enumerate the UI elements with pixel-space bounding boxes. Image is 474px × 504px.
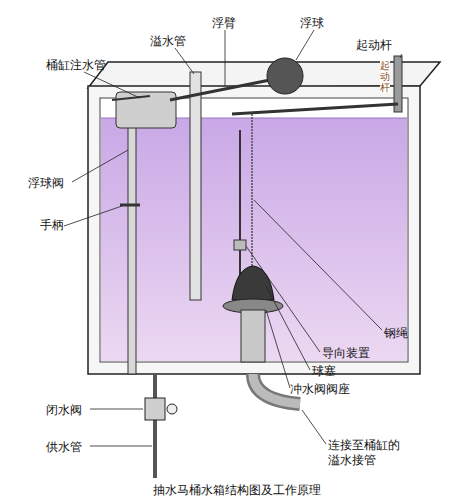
label: 桶缸注水管 — [46, 58, 106, 73]
refill-tube — [112, 96, 150, 100]
caption: 抽水马桶水箱结构图及工作原理 — [0, 482, 474, 499]
vertical-label: 起动杆 — [380, 60, 390, 93]
valve-knob — [167, 404, 177, 414]
label: 手柄 — [40, 218, 64, 233]
label: 冲水阀阀座 — [290, 382, 350, 397]
shutoff-valve — [145, 398, 165, 420]
tank-body — [88, 86, 420, 374]
label: 浮臂 — [212, 16, 236, 31]
float-arm — [170, 80, 270, 100]
label: 钢绳 — [384, 326, 408, 341]
guide — [234, 240, 246, 250]
valve-handle — [120, 204, 140, 207]
lever-arm — [232, 104, 398, 114]
label: 球塞 — [312, 364, 336, 379]
water — [101, 118, 407, 361]
label: 溢水管 — [150, 34, 186, 49]
label: 起动杆 — [356, 38, 392, 53]
tank-interior — [100, 98, 408, 362]
label: 供水管 — [46, 440, 82, 455]
label: 浮球 — [300, 16, 324, 31]
label: 导向装置 — [322, 346, 370, 361]
label: 连接至桶缸的溢水接管 — [328, 438, 402, 468]
chain — [251, 114, 252, 270]
supply-pipe — [153, 374, 157, 478]
overflow-tube — [190, 72, 201, 300]
float-ball — [267, 58, 303, 94]
label: 闭水阀 — [46, 403, 82, 418]
flush-pipe — [241, 310, 265, 362]
label: 浮球阀 — [28, 176, 64, 191]
ball-plug — [232, 266, 274, 300]
fill-valve-tube — [128, 110, 136, 374]
leader-lines — [64, 30, 402, 446]
